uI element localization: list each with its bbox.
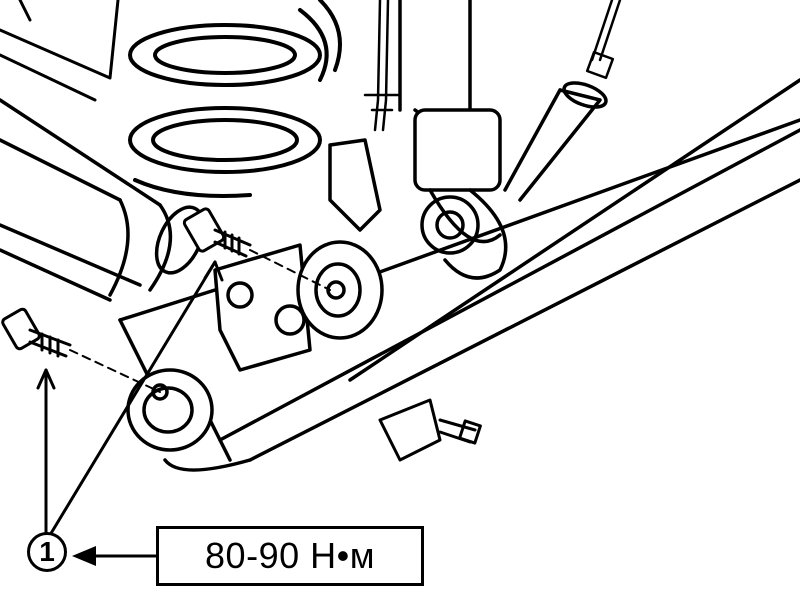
upper-rod [503, 81, 608, 202]
bolt-icon [182, 207, 252, 258]
torque-spec-box: 80-90 Н•м [156, 526, 424, 586]
shock-absorber [398, 0, 508, 280]
lower-bushing [126, 368, 214, 452]
trailing-arm [163, 78, 800, 472]
axle-tube [0, 98, 206, 302]
alignment-lines [69, 249, 331, 393]
body-panel [0, 0, 120, 102]
bolt-icon [1, 307, 72, 358]
callout-number: 1 [27, 532, 67, 572]
arrow-left-icon [72, 546, 156, 566]
lower-stud [378, 398, 482, 462]
mounting-bracket [118, 138, 382, 402]
brake-line [363, 0, 622, 132]
leader-lines [36, 260, 224, 537]
front-bushing [296, 240, 384, 340]
coil-spring [128, 0, 342, 198]
